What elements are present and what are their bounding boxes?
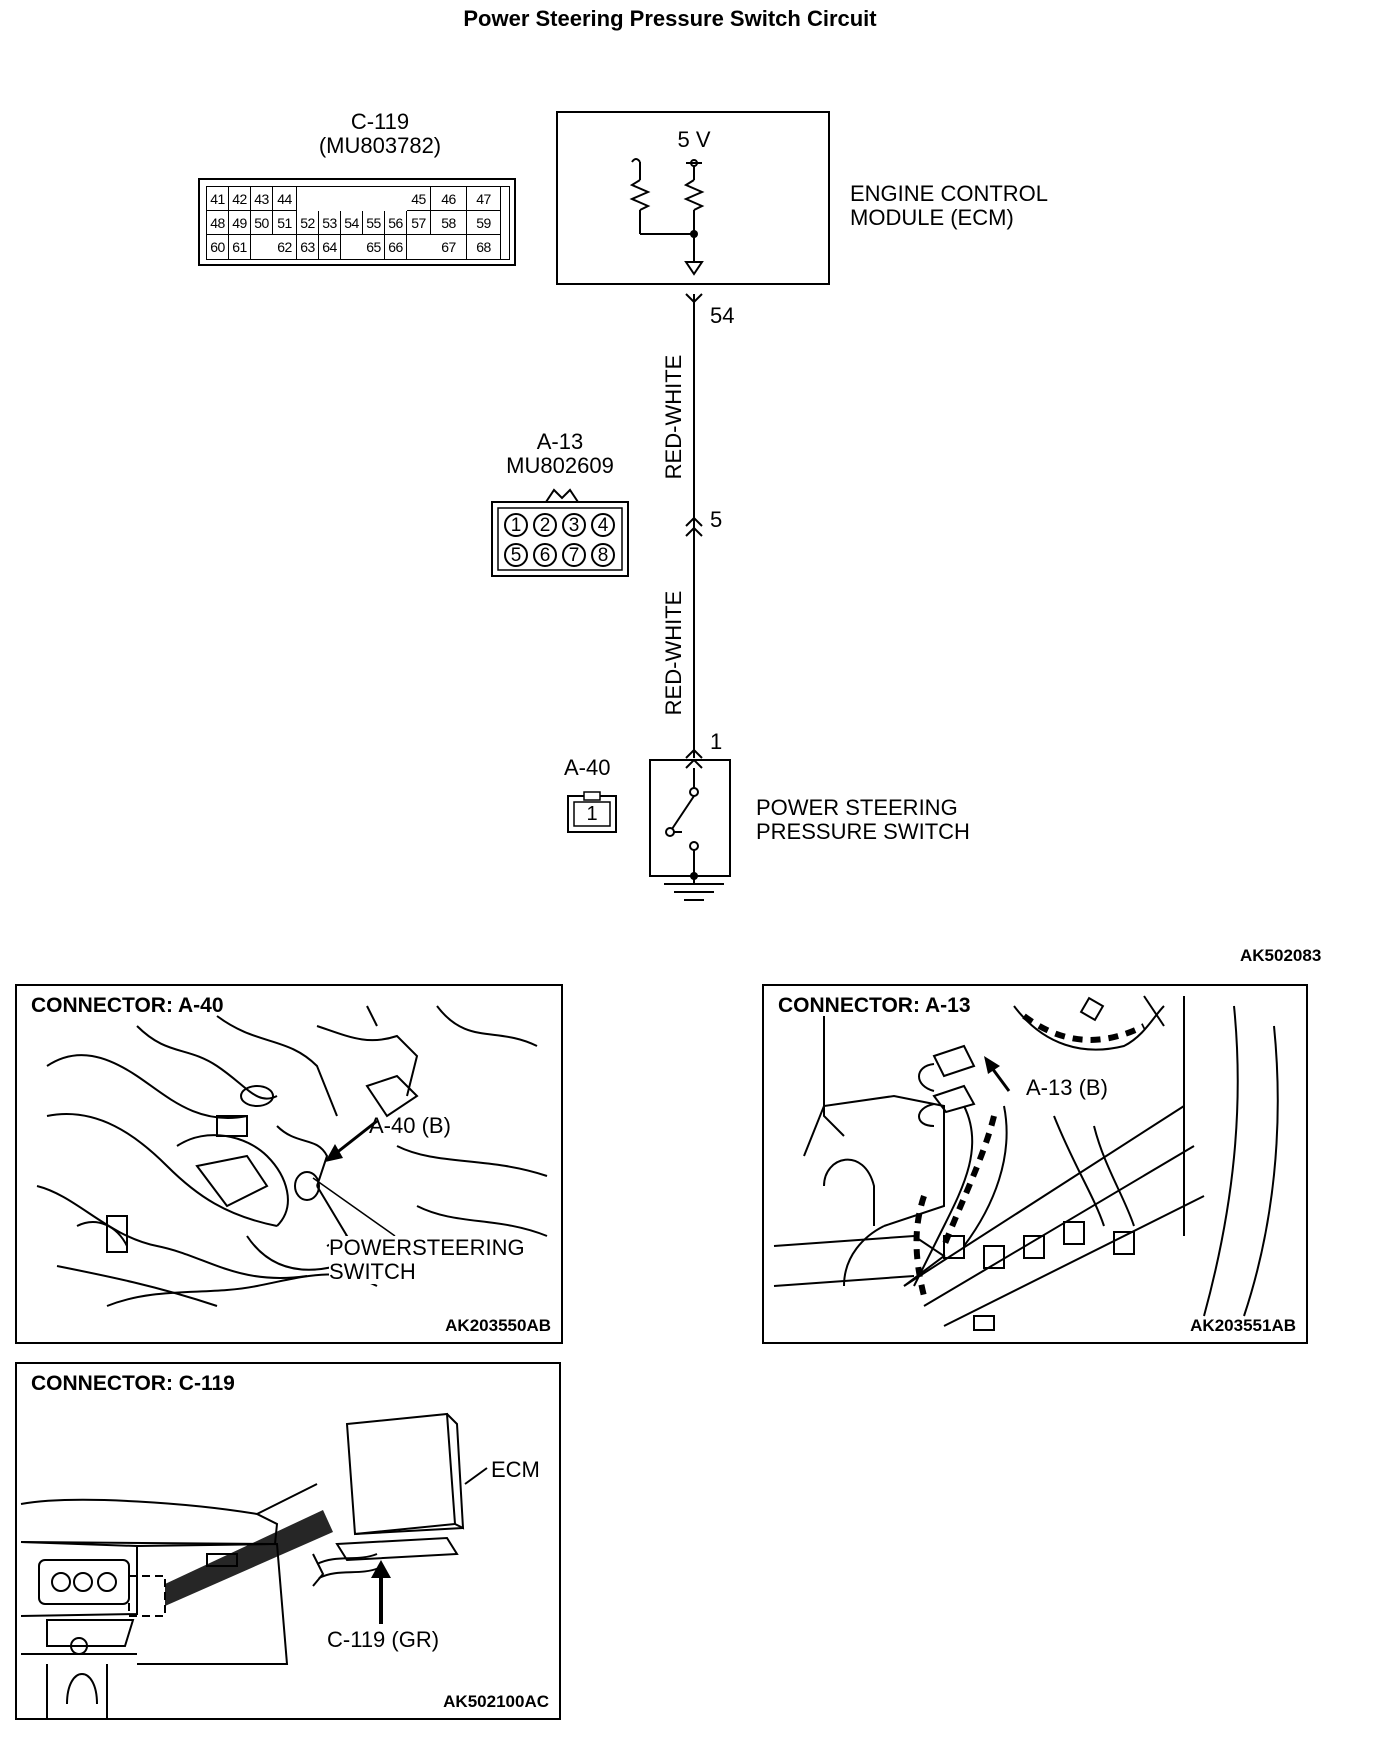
- c119-callout: C-119 (GR): [327, 1627, 440, 1652]
- switch-contact: [671, 795, 695, 830]
- power-steering-switch-label-line2: SWITCH: [329, 1259, 416, 1284]
- c119-pin-55: 55: [363, 211, 385, 235]
- c119-pin-67: 67: [431, 235, 467, 259]
- c119-pin-empty: [341, 187, 363, 211]
- panel-a40-code: AK203550AB: [445, 1316, 551, 1335]
- pin-1: 1: [710, 729, 723, 754]
- c119-pin-59: 59: [467, 211, 501, 235]
- a13-pin-7: 7: [562, 543, 586, 567]
- switch-box: [649, 759, 731, 877]
- engine-bay-illustration: [36, 1005, 548, 1307]
- c119-pin-48: 48: [207, 211, 229, 235]
- c119-pin-53: 53: [319, 211, 341, 235]
- a13-connector-outline: [491, 501, 629, 577]
- panel-a13-code: AK203551AB: [1190, 1316, 1296, 1335]
- resistor-left: [629, 179, 651, 211]
- c119-pin-empty: [341, 235, 363, 259]
- a13-pin-8: 8: [591, 543, 615, 567]
- wire-color-upper: RED-WHITE: [661, 354, 686, 480]
- a13-pin-6: 6: [533, 543, 557, 567]
- c119-pin-52: 52: [297, 211, 319, 235]
- c119-pin-63: 63: [297, 235, 319, 259]
- dashboard-illustration: [20, 1412, 488, 1718]
- a13-pin-1: 1: [504, 513, 528, 537]
- c119-pin-43: 43: [251, 187, 273, 211]
- a40-label: A-40: [564, 755, 611, 780]
- c119-pin-66: 66: [385, 235, 407, 259]
- panel-c119-title: CONNECTOR: C-119: [31, 1372, 235, 1395]
- panel-connector-a13: CONNECTOR: A-13 A-13 (B) AK203551AB: [762, 984, 1308, 1344]
- panel-connector-c119: CONNECTOR: C-119 ECM C-119 (GR) AK502100…: [15, 1362, 561, 1720]
- ecm-label-line2: MODULE (ECM): [850, 205, 1014, 230]
- ecm-label-line1: ENGINE CONTROL: [850, 181, 1049, 206]
- c119-pin-empty: [385, 187, 407, 211]
- c119-pin-62: 62: [273, 235, 297, 259]
- c119-pin-47: 47: [467, 187, 501, 211]
- harness-illustration: [773, 995, 1279, 1331]
- a13-part-number: MU802609: [506, 453, 614, 478]
- c119-pin-50: 50: [251, 211, 273, 235]
- a13-pin-2: 2: [533, 513, 557, 537]
- c119-pin-60: 60: [207, 235, 229, 259]
- wire-color-lower: RED-WHITE: [661, 590, 686, 716]
- c119-pin-empty: [363, 187, 385, 211]
- pin-54: 54: [710, 303, 735, 328]
- a40-callout: A-40 (B): [369, 1113, 451, 1138]
- c119-pin-64: 64: [319, 235, 341, 259]
- a13-pin-3: 3: [562, 513, 586, 537]
- c119-pin-56: 56: [385, 211, 407, 235]
- c119-pin-empty: [407, 235, 431, 259]
- panel-a40-title: CONNECTOR: A-40: [31, 994, 224, 1017]
- c119-pin-61: 61: [229, 235, 251, 259]
- c119-label: C-119: [350, 109, 410, 134]
- switch-label-line2: PRESSURE SWITCH: [756, 819, 970, 844]
- power-steering-switch-label-line1: POWERSTEERING: [329, 1235, 525, 1260]
- input-buffer: [684, 261, 704, 276]
- panel-c119-code: AK502100AC: [443, 1692, 549, 1711]
- switch-label-line1: POWER STEERING: [756, 795, 958, 820]
- pin-5: 5: [710, 507, 723, 532]
- c119-pin-51: 51: [273, 211, 297, 235]
- c119-pin-42: 42: [229, 187, 251, 211]
- ecm-box: [556, 111, 830, 285]
- c119-pin-46: 46: [431, 187, 467, 211]
- a40-pin: 1: [586, 803, 598, 825]
- panel-connector-a40: CONNECTOR: A-40 A-40 (B) POWERSTEERING S…: [15, 984, 563, 1344]
- c119-pin-empty: [251, 235, 273, 259]
- c119-pin-empty: [297, 187, 319, 211]
- c119-pin-49: 49: [229, 211, 251, 235]
- c119-pin-54: 54: [341, 211, 363, 235]
- resistor-right: [683, 179, 705, 211]
- ecm-callout: ECM: [491, 1457, 540, 1482]
- a13-label: A-13: [536, 429, 584, 454]
- c119-pin-68: 68: [467, 235, 501, 259]
- a13-pin-4: 4: [591, 513, 615, 537]
- c119-pin-41: 41: [207, 187, 229, 211]
- c119-pin-57: 57: [407, 211, 431, 235]
- c119-pin-empty: [319, 187, 341, 211]
- a13-pin-5: 5: [504, 543, 528, 567]
- c119-pin-44: 44: [273, 187, 297, 211]
- page-title: Power Steering Pressure Switch Circuit: [463, 6, 877, 31]
- figure-code: AK502083: [1240, 946, 1322, 965]
- c119-part-number: (MU803782): [318, 133, 442, 158]
- ecm-voltage: 5 V: [677, 127, 711, 152]
- c119-pin-45: 45: [407, 187, 431, 211]
- panel-a13-title: CONNECTOR: A-13: [778, 994, 971, 1017]
- a13-callout: A-13 (B): [1026, 1075, 1108, 1100]
- schematic-drawing: [491, 111, 830, 901]
- c119-pin-65: 65: [363, 235, 385, 259]
- c119-pin-58: 58: [431, 211, 467, 235]
